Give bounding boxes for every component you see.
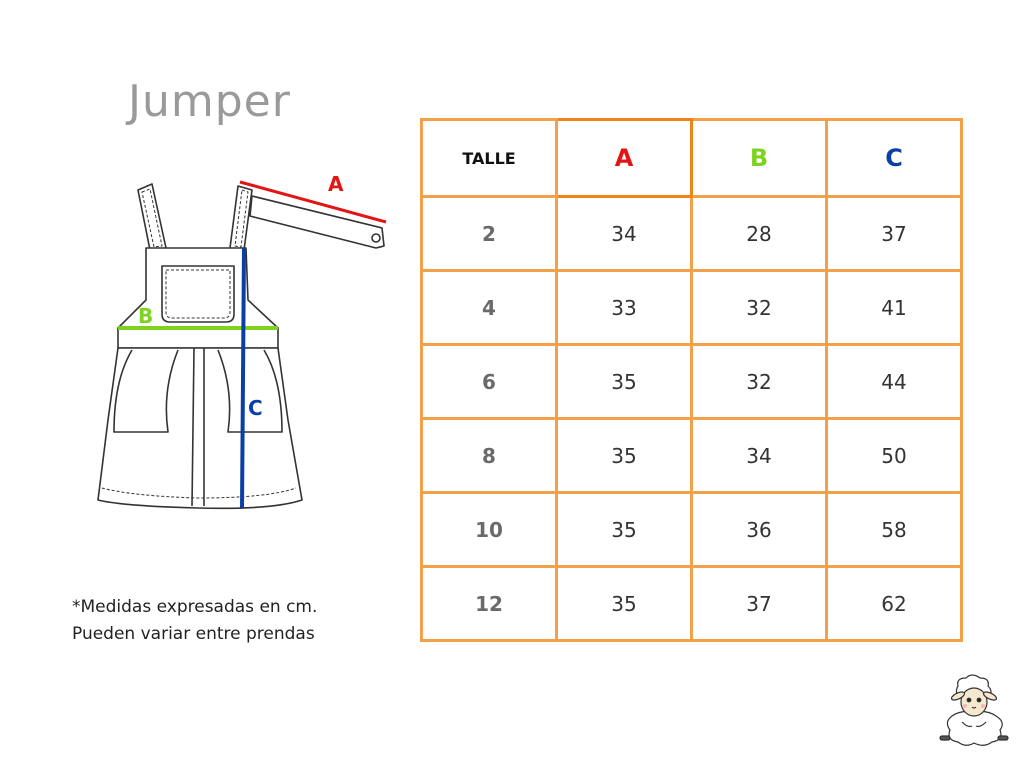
measure-c-line [240, 247, 246, 509]
cell-talle: 10 [420, 491, 558, 568]
header-talle: TALLE [420, 118, 558, 198]
table-row: 10 35 36 58 [420, 491, 963, 568]
cell-b: 32 [690, 269, 828, 346]
cell-b: 37 [690, 565, 828, 642]
cell-a: 34 [555, 195, 693, 272]
cell-talle: 8 [420, 417, 558, 494]
cell-c: 62 [825, 565, 963, 642]
jumper-drawing [97, 180, 387, 510]
cell-talle: 6 [420, 343, 558, 420]
cell-a: 33 [555, 269, 693, 346]
measure-c-label: C [248, 396, 263, 420]
cell-c: 37 [825, 195, 963, 272]
measure-a-label: A [328, 172, 344, 196]
measure-b-label: B [138, 304, 154, 328]
page-title: Jumper [128, 76, 291, 127]
cell-b: 34 [690, 417, 828, 494]
cell-talle: 2 [420, 195, 558, 272]
jumper-diagram: A B C [92, 170, 402, 530]
table-row: 12 35 37 62 [420, 565, 963, 642]
cell-c: 50 [825, 417, 963, 494]
cell-c: 58 [825, 491, 963, 568]
table-row: 4 33 32 41 [420, 269, 963, 346]
measure-a-line [239, 180, 387, 224]
sheep-icon [938, 672, 1010, 748]
cell-c: 44 [825, 343, 963, 420]
cell-b: 32 [690, 343, 828, 420]
note-line-1: *Medidas expresadas en cm. [72, 597, 318, 617]
table-row: 2 34 28 37 [420, 195, 963, 272]
cell-a: 35 [555, 417, 693, 494]
cell-b: 28 [690, 195, 828, 272]
cell-a: 35 [555, 565, 693, 642]
header-c: C [825, 118, 963, 198]
cell-a: 35 [555, 491, 693, 568]
size-table: TALLE A B C 2 34 28 37 4 33 32 41 6 35 3… [420, 118, 963, 642]
cell-c: 41 [825, 269, 963, 346]
cell-talle: 4 [420, 269, 558, 346]
header-b: B [690, 118, 828, 198]
cell-talle: 12 [420, 565, 558, 642]
cell-a: 35 [555, 343, 693, 420]
measurement-note: *Medidas expresadas en cm. Pueden variar… [72, 594, 317, 648]
header-a: A [555, 118, 693, 198]
cell-b: 36 [690, 491, 828, 568]
table-row: 8 35 34 50 [420, 417, 963, 494]
table-header-row: TALLE A B C [420, 118, 963, 198]
note-line-2: Pueden variar entre prendas [72, 624, 315, 644]
table-row: 6 35 32 44 [420, 343, 963, 420]
